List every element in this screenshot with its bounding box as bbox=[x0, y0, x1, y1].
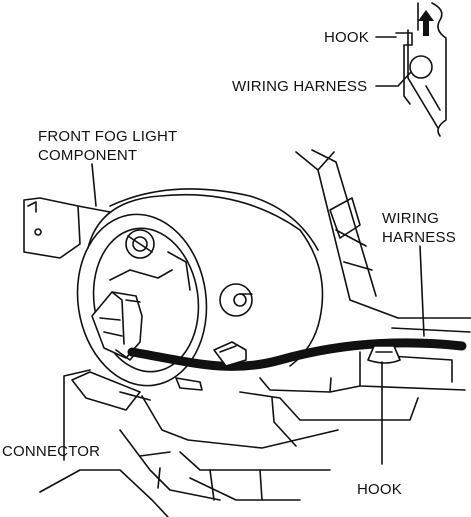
inset-panel-edge bbox=[431, 2, 447, 137]
label-fog-light-line2: COMPONENT bbox=[38, 147, 138, 164]
label-hook-top: HOOK bbox=[324, 29, 369, 46]
aiming-screw bbox=[219, 283, 253, 317]
hook-part bbox=[367, 345, 401, 364]
label-wiring-harness-top: WIRING HARNESS bbox=[232, 78, 368, 95]
label-connector: CONNECTOR bbox=[2, 443, 101, 460]
fog-light-assembly bbox=[23, 188, 324, 411]
leader-fog-light bbox=[91, 163, 97, 207]
label-hook-bottom: HOOK bbox=[357, 481, 402, 498]
arrow-up-icon bbox=[418, 10, 434, 36]
body-structure bbox=[39, 149, 471, 517]
label-fog-light-line1: FRONT FOG LIGHT bbox=[38, 128, 178, 145]
housing-outer bbox=[87, 193, 324, 367]
label-wiring-harness-right-line1: WIRING bbox=[382, 210, 440, 227]
label-wiring-harness-right-line2: HARNESS bbox=[382, 229, 456, 246]
inset-hook-shape bbox=[395, 32, 413, 105]
hook-detail-inset bbox=[375, 2, 447, 137]
leader-connector bbox=[63, 369, 91, 461]
rear-rim bbox=[76, 213, 208, 387]
inset-harness-circle bbox=[409, 55, 433, 79]
mounting-bracket bbox=[23, 197, 81, 259]
bulb-socket bbox=[125, 229, 155, 259]
leader-lines bbox=[63, 163, 425, 465]
wiring-harness-tube bbox=[127, 338, 467, 371]
leader-wiring-harness bbox=[419, 245, 425, 337]
